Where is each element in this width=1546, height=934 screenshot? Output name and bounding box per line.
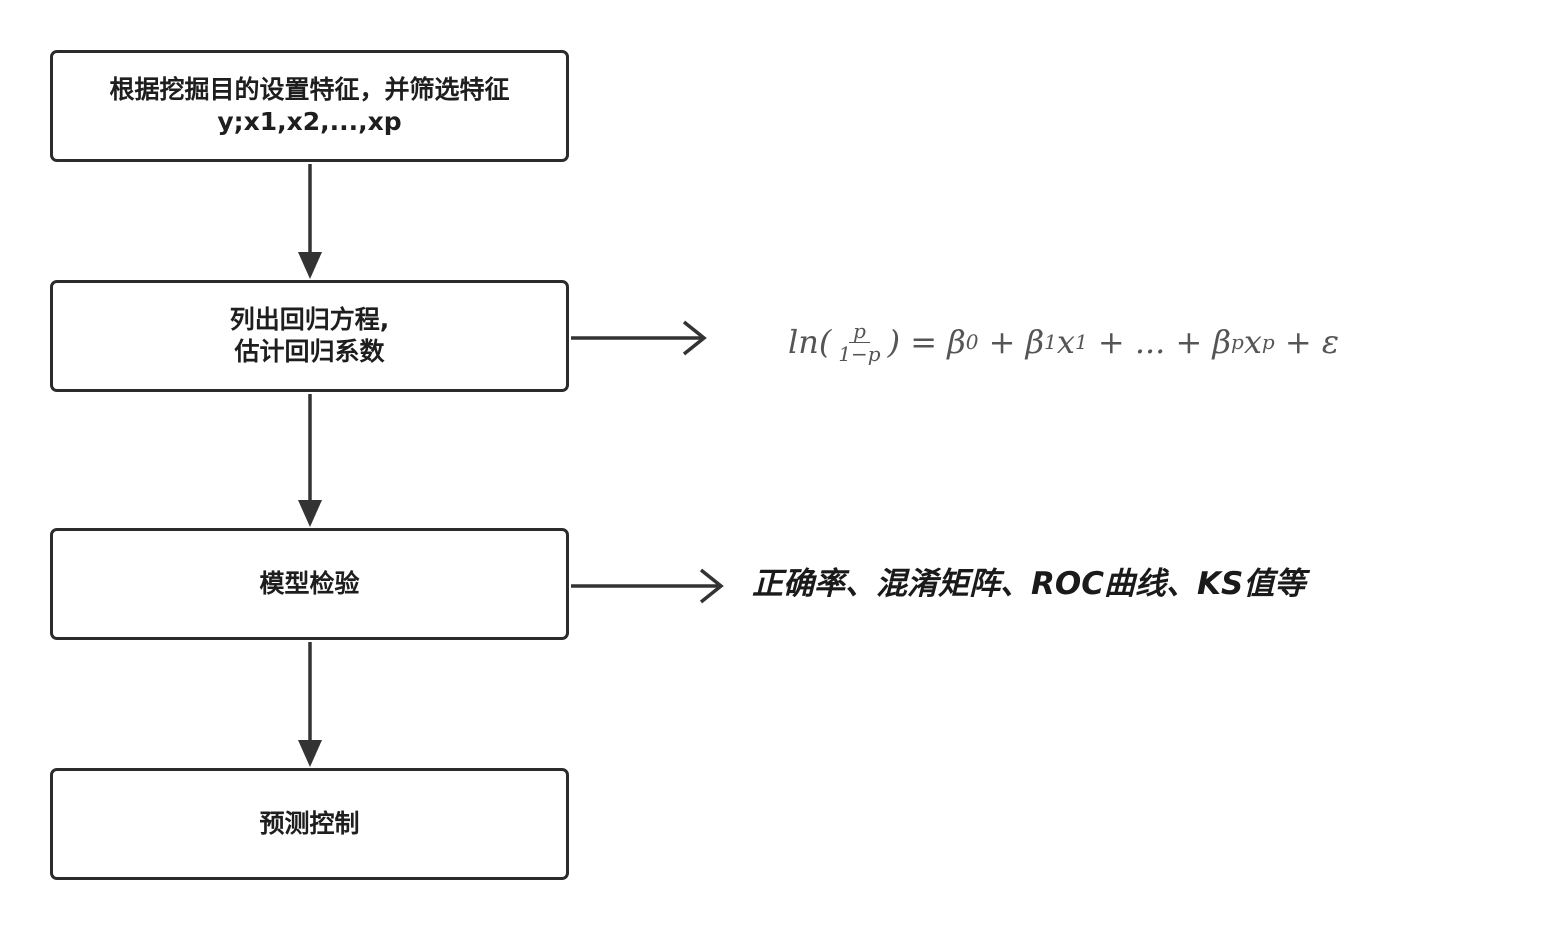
step-label-line-2: y;x1,x2,...,xp (217, 107, 402, 136)
formula-part: + ... + β (1087, 323, 1231, 361)
arrow-down-3-head (298, 740, 322, 767)
step-box-regression-equation: 列出回归方程, 估计回归系数 (50, 280, 569, 392)
step-label-line-2: 估计回归系数 (234, 337, 385, 366)
step-label: 预测控制 (259, 809, 360, 838)
validation-metrics-text: 正确率、混淆矩阵、ROC曲线、KS值等 (752, 566, 1306, 602)
step-box-model-validation: 模型检验 (50, 528, 569, 640)
step-label: 模型检验 (259, 569, 360, 598)
formula-subscript: 0 (965, 330, 979, 354)
formula-subscript: p (1231, 330, 1244, 354)
step-label-line-1: 列出回归方程, (229, 305, 390, 334)
formula-subscript: 1 (1044, 330, 1057, 354)
step-box-feature-selection: 根据挖掘目的设置特征，并筛选特征 y;x1,x2,...,xp (50, 50, 569, 162)
formula-subscript: p (1261, 330, 1275, 354)
formula-part: + β (978, 323, 1045, 361)
formula-part: ) = β (887, 323, 966, 361)
fraction-denominator: 1−p (838, 341, 881, 366)
formula-fraction: p 1−p (834, 321, 884, 364)
fraction-numerator: p (849, 321, 870, 343)
arrow-down-2-head (298, 500, 322, 527)
arrow-right-2-head (699, 568, 724, 604)
arrow-down-1-head (298, 252, 322, 279)
formula-part: x (1056, 323, 1075, 361)
formula-part: ln( (788, 323, 832, 361)
formula-part: + ε (1274, 323, 1339, 361)
step-label-line-1: 根据挖掘目的设置特征，并筛选特征 (109, 75, 510, 104)
arrow-right-1-head (682, 320, 707, 356)
formula-subscript: 1 (1074, 330, 1088, 354)
formula-part: x (1243, 323, 1262, 361)
step-box-prediction-control: 预测控制 (50, 768, 569, 880)
